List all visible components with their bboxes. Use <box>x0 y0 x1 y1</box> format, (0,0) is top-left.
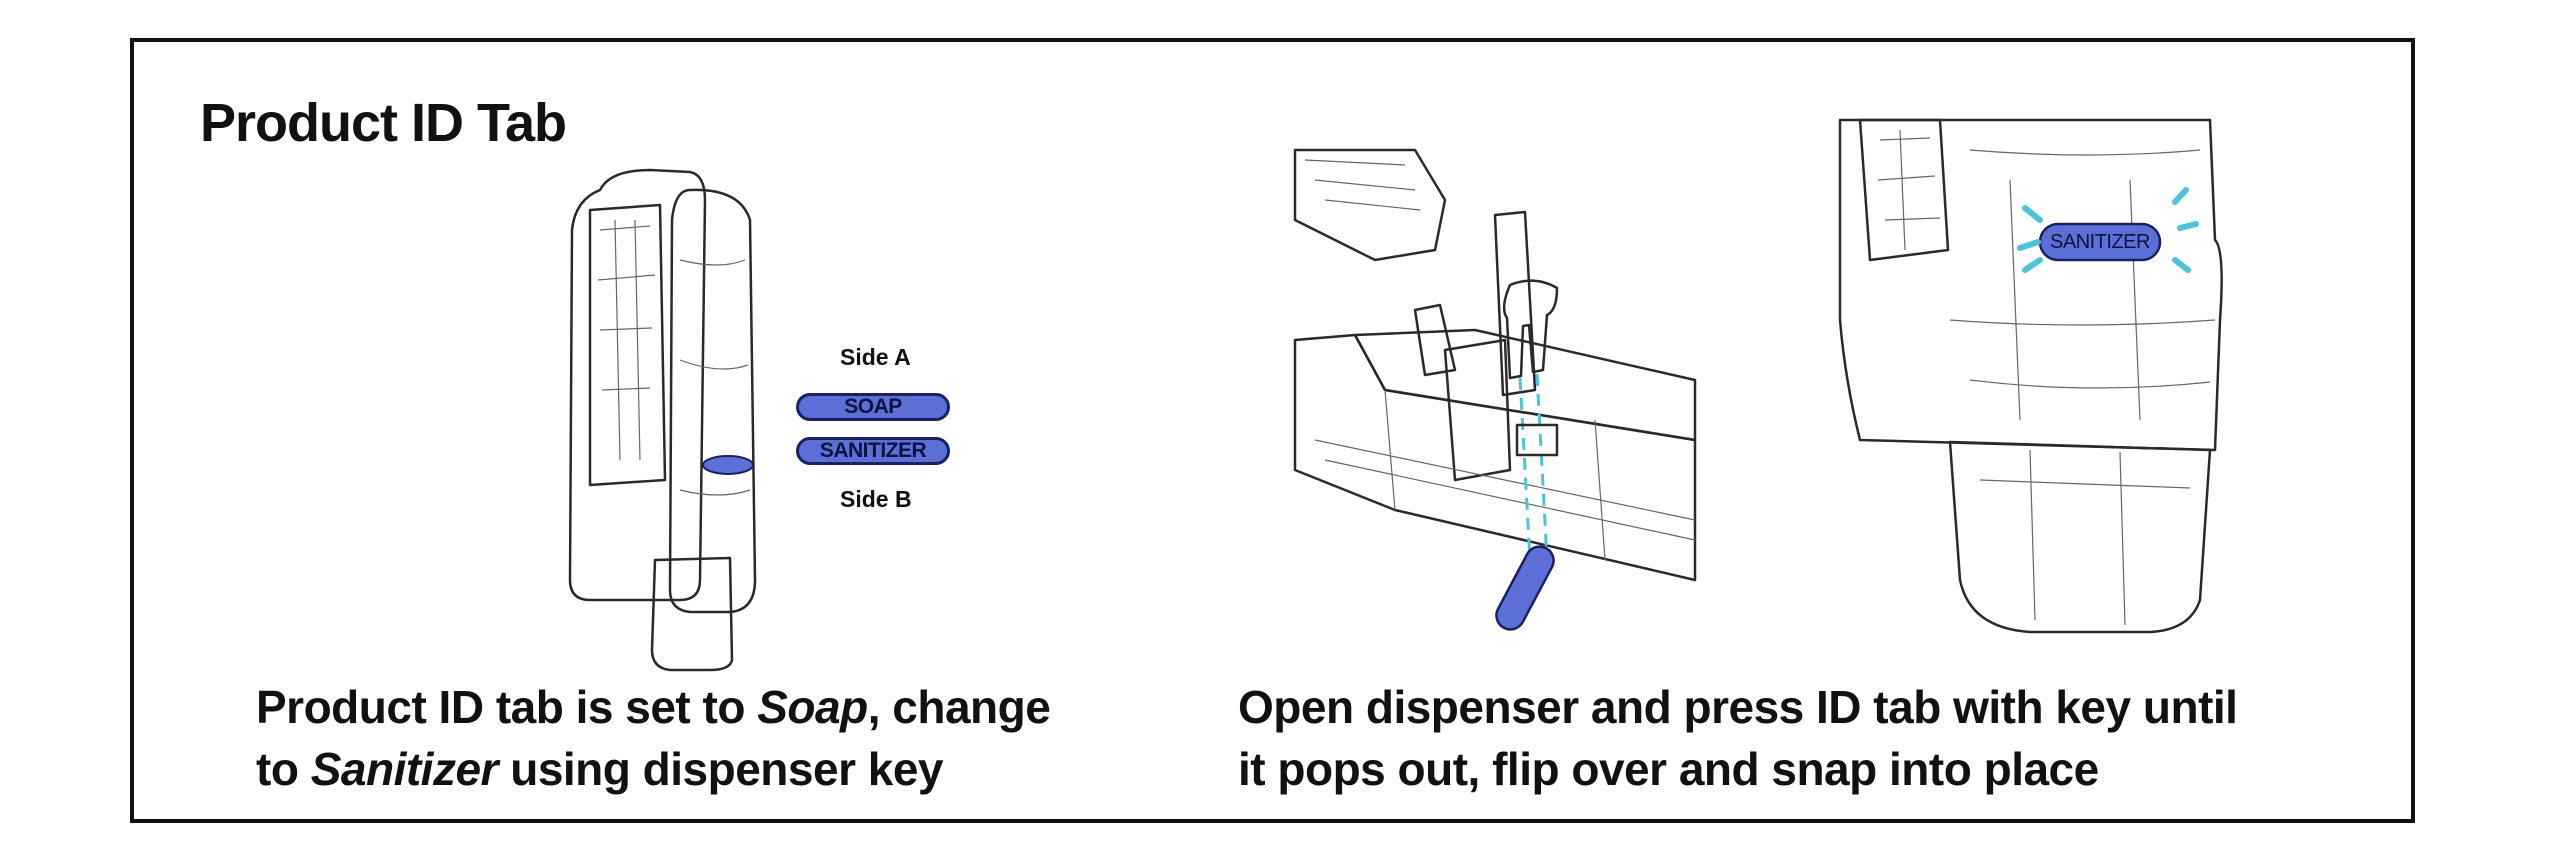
dispenser-illustration-sanitizer <box>1838 118 2223 634</box>
caption-left-text-3: to <box>256 743 311 795</box>
caption-left-text-1: Product ID tab is set to <box>256 681 758 733</box>
caption-left-text-4: using dispenser key <box>497 743 943 795</box>
caption-right: Open dispenser and press ID tab with key… <box>1238 676 2338 800</box>
caption-left-sanitizer: Sanitizer <box>310 743 499 795</box>
side-a-label: Side A <box>840 344 911 370</box>
caption-right-line-1: Open dispenser and press ID tab with key… <box>1238 681 2238 733</box>
page-title: Product ID Tab <box>200 93 567 153</box>
sanitizer-tab-installed: SANITIZER <box>2050 230 2150 253</box>
figure-border <box>130 38 2415 823</box>
caption-right-line-2: it pops out, flip over and snap into pla… <box>1238 743 2099 795</box>
sanitizer-tab: SANITIZER <box>796 437 950 465</box>
caption-left-text-2: , change <box>867 681 1051 733</box>
dispenser-illustration-soap <box>568 168 757 672</box>
caption-left-soap: Soap <box>757 681 868 733</box>
soap-tab: SOAP <box>796 393 950 421</box>
side-b-label: Side B <box>840 486 912 512</box>
caption-left: Product ID tab is set to Soap, change to… <box>256 676 1156 800</box>
dispenser-key-illustration <box>1293 148 1697 631</box>
